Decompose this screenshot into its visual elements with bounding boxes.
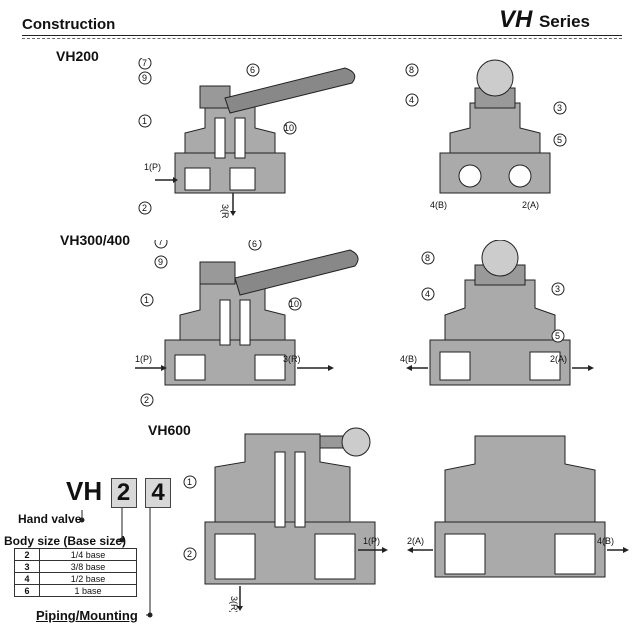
vh600-section-right: 2(A) 4(B) [407, 435, 629, 578]
callout-5: 5 [555, 331, 560, 341]
model-label-vh300-400: VH300/400 [60, 232, 131, 248]
code-piping: 4 [145, 478, 172, 508]
callout-2: 2 [144, 395, 149, 405]
port-label-p: 1(P) [135, 354, 152, 364]
vh200-section-right: 8 4 3 5 4(B) 2(A) [405, 59, 567, 210]
port-label-a: 2(A) [550, 354, 567, 364]
ordering-code: VH 2 4 [66, 476, 172, 508]
callout-3: 3 [555, 284, 560, 294]
callout-2: 2 [187, 549, 192, 559]
callout-10: 10 [289, 299, 299, 309]
callout-6: 6 [250, 65, 255, 75]
callout-4: 4 [425, 289, 430, 299]
callout-5: 5 [557, 135, 562, 145]
vh200-section-left: 7 9 1 6 10 2 1(P) 3(R) [138, 58, 356, 218]
callout-2: 2 [142, 203, 147, 213]
vh600-section-left: 1 2 1(P) 3(R) [183, 427, 388, 612]
callout-7: 7 [158, 240, 163, 247]
code-body-size: 2 [110, 478, 137, 508]
series-title: VH Series [498, 6, 590, 33]
body-size-label: Body size (Base size) [4, 534, 127, 548]
callout-6: 6 [252, 240, 257, 249]
callout-3: 3 [557, 103, 562, 113]
callout-1: 1 [144, 295, 149, 305]
piping-label: Piping/Mounting [36, 608, 138, 623]
callout-7: 7 [142, 58, 147, 68]
port-label-p: 1(P) [363, 536, 380, 546]
header-rule-dashed [22, 38, 622, 39]
callout-4: 4 [409, 95, 414, 105]
callout-1: 1 [187, 477, 192, 487]
port-label-b: 4(B) [597, 536, 614, 546]
callout-10: 10 [284, 123, 294, 133]
header-rule [22, 35, 622, 36]
model-label-vh200: VH200 [56, 48, 99, 64]
port-label-a: 2(A) [522, 200, 539, 210]
port-label-r: 3(R) [229, 596, 239, 612]
code-prefix: VH [66, 476, 103, 506]
port-label-p: 1(P) [144, 162, 161, 172]
callout-9: 9 [158, 257, 163, 267]
hand-valve-label: Hand valve [18, 512, 82, 526]
ordering-leaders [79, 508, 153, 618]
port-label-b: 4(B) [430, 200, 447, 210]
port-label-r: 3(R) [283, 354, 301, 364]
section-title: Construction [22, 16, 116, 33]
callout-9: 9 [142, 73, 147, 83]
vh300-section-right: 8 4 3 5 4(B) 2(A) [400, 240, 594, 386]
callout-8: 8 [409, 65, 414, 75]
port-label-r: 3(R) [220, 204, 230, 218]
model-label-vh600: VH600 [148, 422, 191, 438]
callout-8: 8 [425, 253, 430, 263]
vh300-section-left: 7 9 1 6 10 2 1(P) 3(R) [135, 240, 359, 407]
port-label-b: 4(B) [400, 354, 417, 364]
port-label-a: 2(A) [407, 536, 424, 546]
callout-1: 1 [142, 116, 147, 126]
